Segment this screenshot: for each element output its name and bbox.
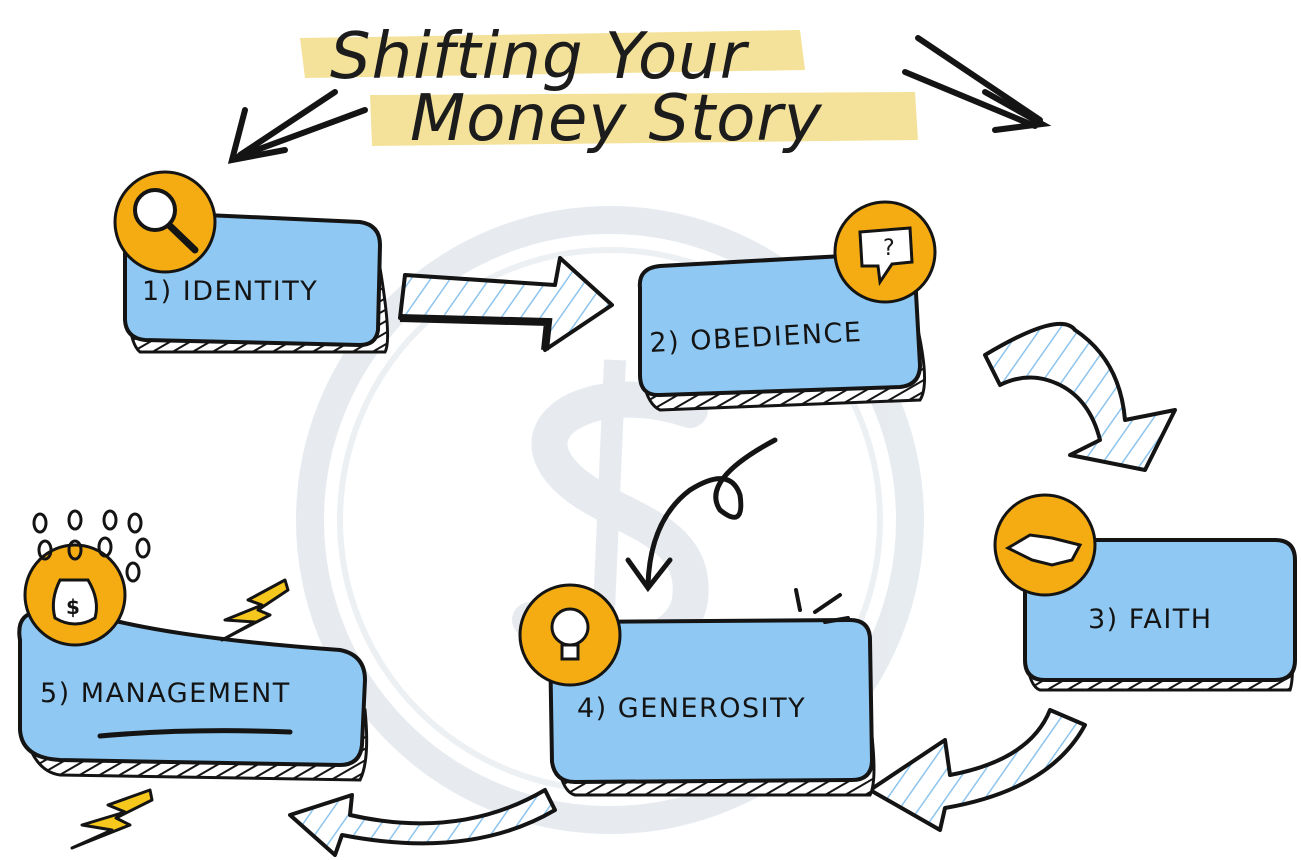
arrow-obedience-to-generosity	[625, 437, 778, 593]
step-label: 3) FAITH	[1088, 604, 1213, 635]
step-management: 5) MANAGEMENT $	[17, 509, 369, 782]
arrow-identity-to-obedience	[398, 256, 614, 352]
underline-mark	[97, 728, 293, 739]
speech-bubble-question-icon: ?	[833, 200, 937, 304]
step-generosity: 4) GENEROSITY	[518, 583, 876, 797]
money-bag-icon: $	[23, 543, 127, 647]
lightbulb-icon	[518, 583, 622, 687]
title-highlight	[300, 30, 918, 146]
title-line-1: Shifting Your	[330, 20, 750, 94]
arrow-obedience-to-faith	[983, 321, 1177, 472]
sparkle-mark	[794, 588, 850, 624]
title-line-2: Money Story	[410, 82, 823, 156]
step-label: 4) GENEROSITY	[577, 693, 806, 724]
step-label: 5) MANAGEMENT	[40, 678, 291, 709]
title-arrow-right	[902, 35, 1052, 133]
arrow-generosity-to-management	[288, 788, 557, 857]
raindrops-mark	[32, 509, 151, 583]
step-label: 1) IDENTITY	[142, 276, 318, 307]
step-identity: 1) IDENTITY	[113, 170, 390, 354]
lightning-bolt-lower	[70, 788, 154, 850]
arrow-faith-to-generosity	[868, 708, 1087, 832]
step-obedience: 2) OBEDIENCE ?	[637, 200, 937, 412]
svg-text:$: $	[66, 595, 80, 619]
step-faith: 3) FAITH	[993, 493, 1297, 692]
lightning-bolt-upper	[220, 578, 290, 642]
svg-text:?: ?	[883, 236, 895, 261]
magnifier-icon	[113, 170, 217, 274]
handshake-icon	[993, 493, 1097, 597]
title-arrow-left	[227, 89, 368, 164]
